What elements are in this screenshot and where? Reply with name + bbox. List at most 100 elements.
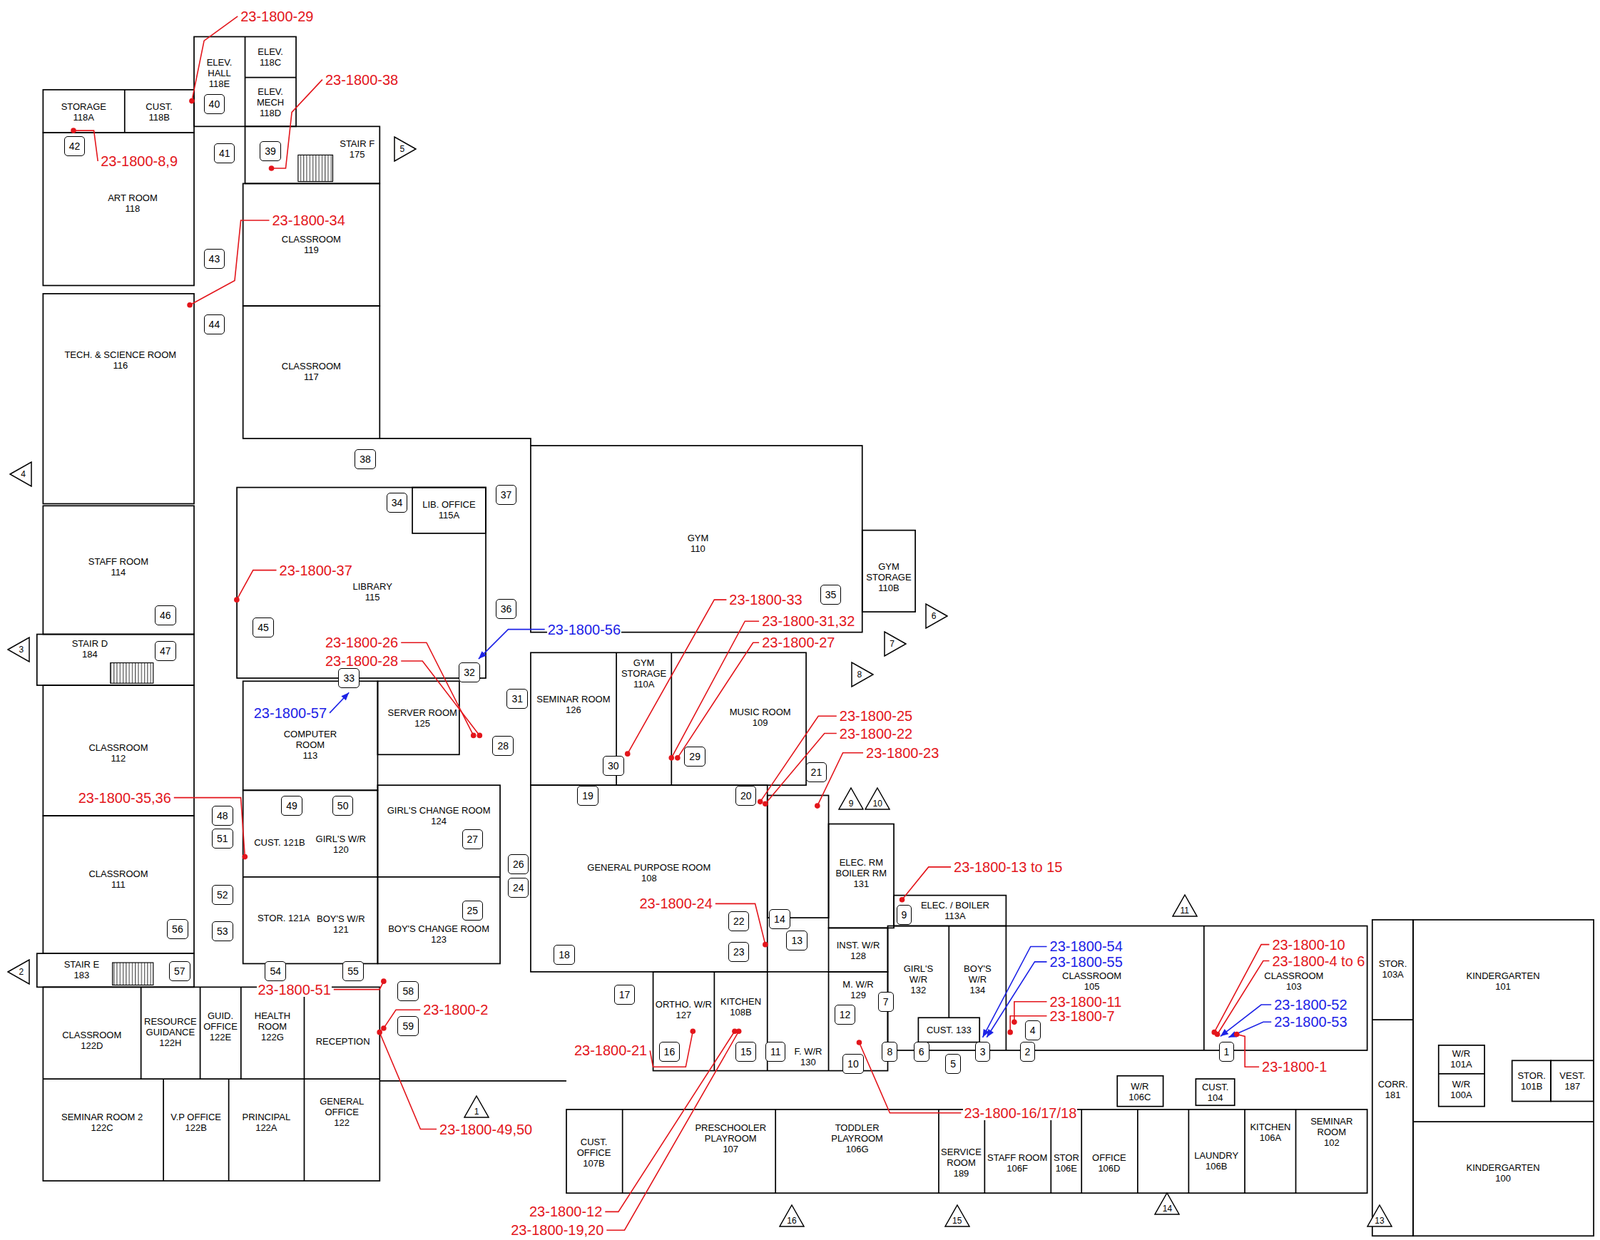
room-name: GIRL'S CHANGE ROOM [387,805,491,817]
room-name: CUST. [145,101,173,112]
door-tag: 42 [64,136,86,157]
room-label: ORTHO. W/R127 [655,999,712,1021]
exit-marker: 16 [778,1204,805,1228]
leader-line [329,692,349,714]
door-tag: 59 [397,1016,419,1037]
callout-label: 23-1800-11 [1049,995,1123,1010]
room-label: STOR. 121A [257,913,310,924]
room-name: 112 [88,753,148,764]
room-name: GENERAL PURPOSE ROOM [587,862,711,874]
exit-marker: 10 [864,787,891,811]
room-name: GIRL'S W/R [316,833,366,845]
room-name: W/R [1450,1079,1472,1090]
room-label: BOY'S CHANGE ROOM123 [388,923,490,946]
exit-marker: 6 [925,603,949,630]
door-number: 30 [607,760,620,772]
wall [1195,1079,1235,1106]
wall [42,89,195,133]
wall [1117,1076,1163,1108]
room-label: CUST. OFFICE107B [573,1137,615,1170]
triangle-outline [9,462,32,487]
room-name: ELEV. HALL [203,57,237,79]
door-number: 39 [264,145,277,157]
triangle-outline [925,604,948,629]
room-name: OFFICE [1092,1152,1127,1164]
callout-label: 23-1800-26 [324,635,399,650]
room-label: SEMINAR ROOM126 [536,694,610,716]
door-number: 46 [159,609,172,622]
door-number: 56 [171,923,184,936]
door-tag: 38 [354,449,376,470]
door-number: 59 [402,1020,414,1033]
door-tag: 51 [211,828,234,849]
wall [42,987,380,1182]
target-dot [380,1025,387,1032]
door-number: 16 [664,1046,676,1058]
wall [893,895,1006,927]
wall [530,785,768,973]
callout-label: 23-1800-21 [573,1043,648,1058]
leader-line [1228,1022,1272,1038]
leader-line [189,220,269,306]
room-label: CLASSROOM105 [1062,970,1122,993]
wall [1438,1045,1485,1108]
door-number: 33 [343,672,355,685]
door-tag: 2 [1020,1042,1036,1063]
wall [828,928,889,972]
room-name: 123 [388,934,490,946]
door-tag: 48 [211,806,234,827]
room-name: ELEC. RM BOILER RM [834,857,888,879]
room-name: LIBRARY [352,581,392,593]
wall [767,795,829,919]
room-name: 106D [1092,1163,1127,1175]
door-tag: 53 [211,921,234,942]
wall [243,183,381,307]
room-name: SEMINAR ROOM [536,694,610,705]
leader-line [1220,1005,1272,1037]
door-tag: 28 [492,736,514,757]
room-name: 110B [865,582,913,594]
door-number: 47 [159,645,172,657]
arrowhead [340,692,349,701]
room-name: V.P OFFICE [170,1112,222,1123]
room-name: 187 [1559,1081,1586,1093]
wall [1413,920,1594,1237]
door-number: 35 [825,589,837,601]
exit-triangle [851,661,874,688]
room-name: KITCHEN [1249,1122,1291,1133]
room-name: VEST. [1559,1070,1586,1082]
wall [530,445,863,633]
door-number: 14 [773,913,786,926]
callout-label: 23-1800-24 [638,896,713,911]
leader-line [604,1031,735,1212]
target-dot [380,978,387,985]
room-name: 118E [203,78,237,90]
wall [42,505,195,635]
room-label: ELEV. HALL118E [203,57,237,90]
stair-symbol [112,962,154,986]
room-label: GYM110 [687,532,710,555]
room-name: LAUNDRY [1194,1150,1239,1162]
room-label: SERVER ROOM125 [388,707,458,730]
exit-number: 5 [390,144,414,155]
arrowhead [478,651,487,660]
room-name: CLASSROOM [1264,970,1324,982]
room-name: 114 [88,567,149,578]
room-label: PRESCHOOLER PLAYROOM107 [694,1122,768,1155]
room-name: 122H [142,1037,198,1049]
door-number: 17 [619,989,631,1001]
room-name: 113A [920,910,990,922]
exit-number: 14 [1154,1204,1180,1215]
room-label: ELEV. MECH118D [253,86,287,119]
room-name: 106E [1053,1163,1080,1175]
room-name: SERVER ROOM [388,707,458,719]
exit-marker: 15 [944,1204,971,1228]
room-label: W/R106C [1128,1081,1151,1103]
room-name: CLASSROOM [88,742,148,754]
room-name: STOR [1053,1152,1080,1164]
room-name: 104 [1201,1092,1230,1104]
door-number: 24 [512,882,525,894]
room-label: W/R100A [1450,1079,1472,1101]
room-label: M. W/R129 [842,979,874,1001]
room-name: 102 [1308,1137,1354,1149]
